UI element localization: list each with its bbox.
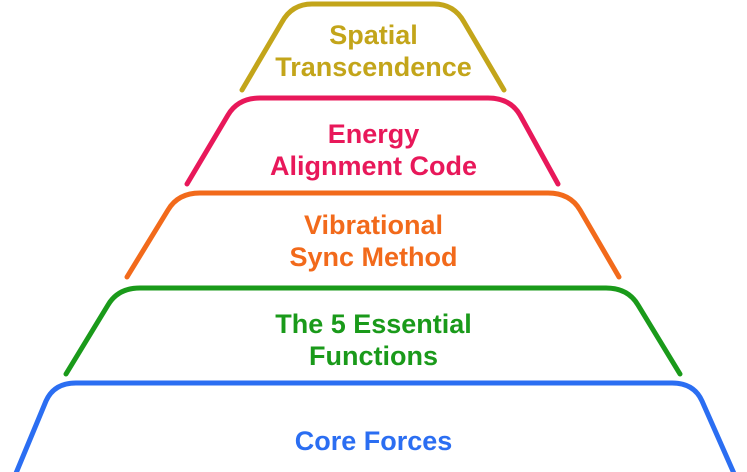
tier-label-line: Spatial [329,20,418,50]
tier-label-line: Core Forces [294,426,453,456]
tier-outline-energy-alignment-code [184,95,561,187]
tier-outline-five-essential-functions [63,285,683,377]
tier-outline-spatial-transcendence [239,1,507,93]
tier-label-line: Sync Method [289,242,458,272]
tier-label-line: Energy [327,119,420,149]
tier-label-line: Alignment Code [270,151,477,181]
tier-label-line: Transcendence [275,52,472,82]
tier-label-line: Functions [309,341,438,371]
tier-label-spatial-transcendence: Spatial Transcendence [0,19,747,83]
tier-outline-core-forces [13,380,737,472]
tier-outline-vibrational-sync-method [124,190,622,280]
tier-label-vibrational-sync-method: Vibrational Sync Method [0,209,747,273]
tier-label-line: The 5 Essential [275,309,472,339]
tier-label-five-essential-functions: The 5 Essential Functions [0,308,747,372]
tier-label-line: Vibrational [303,210,444,240]
tier-label-core-forces: Core Forces [0,425,747,457]
tier-label-energy-alignment-code: Energy Alignment Code [0,118,747,182]
